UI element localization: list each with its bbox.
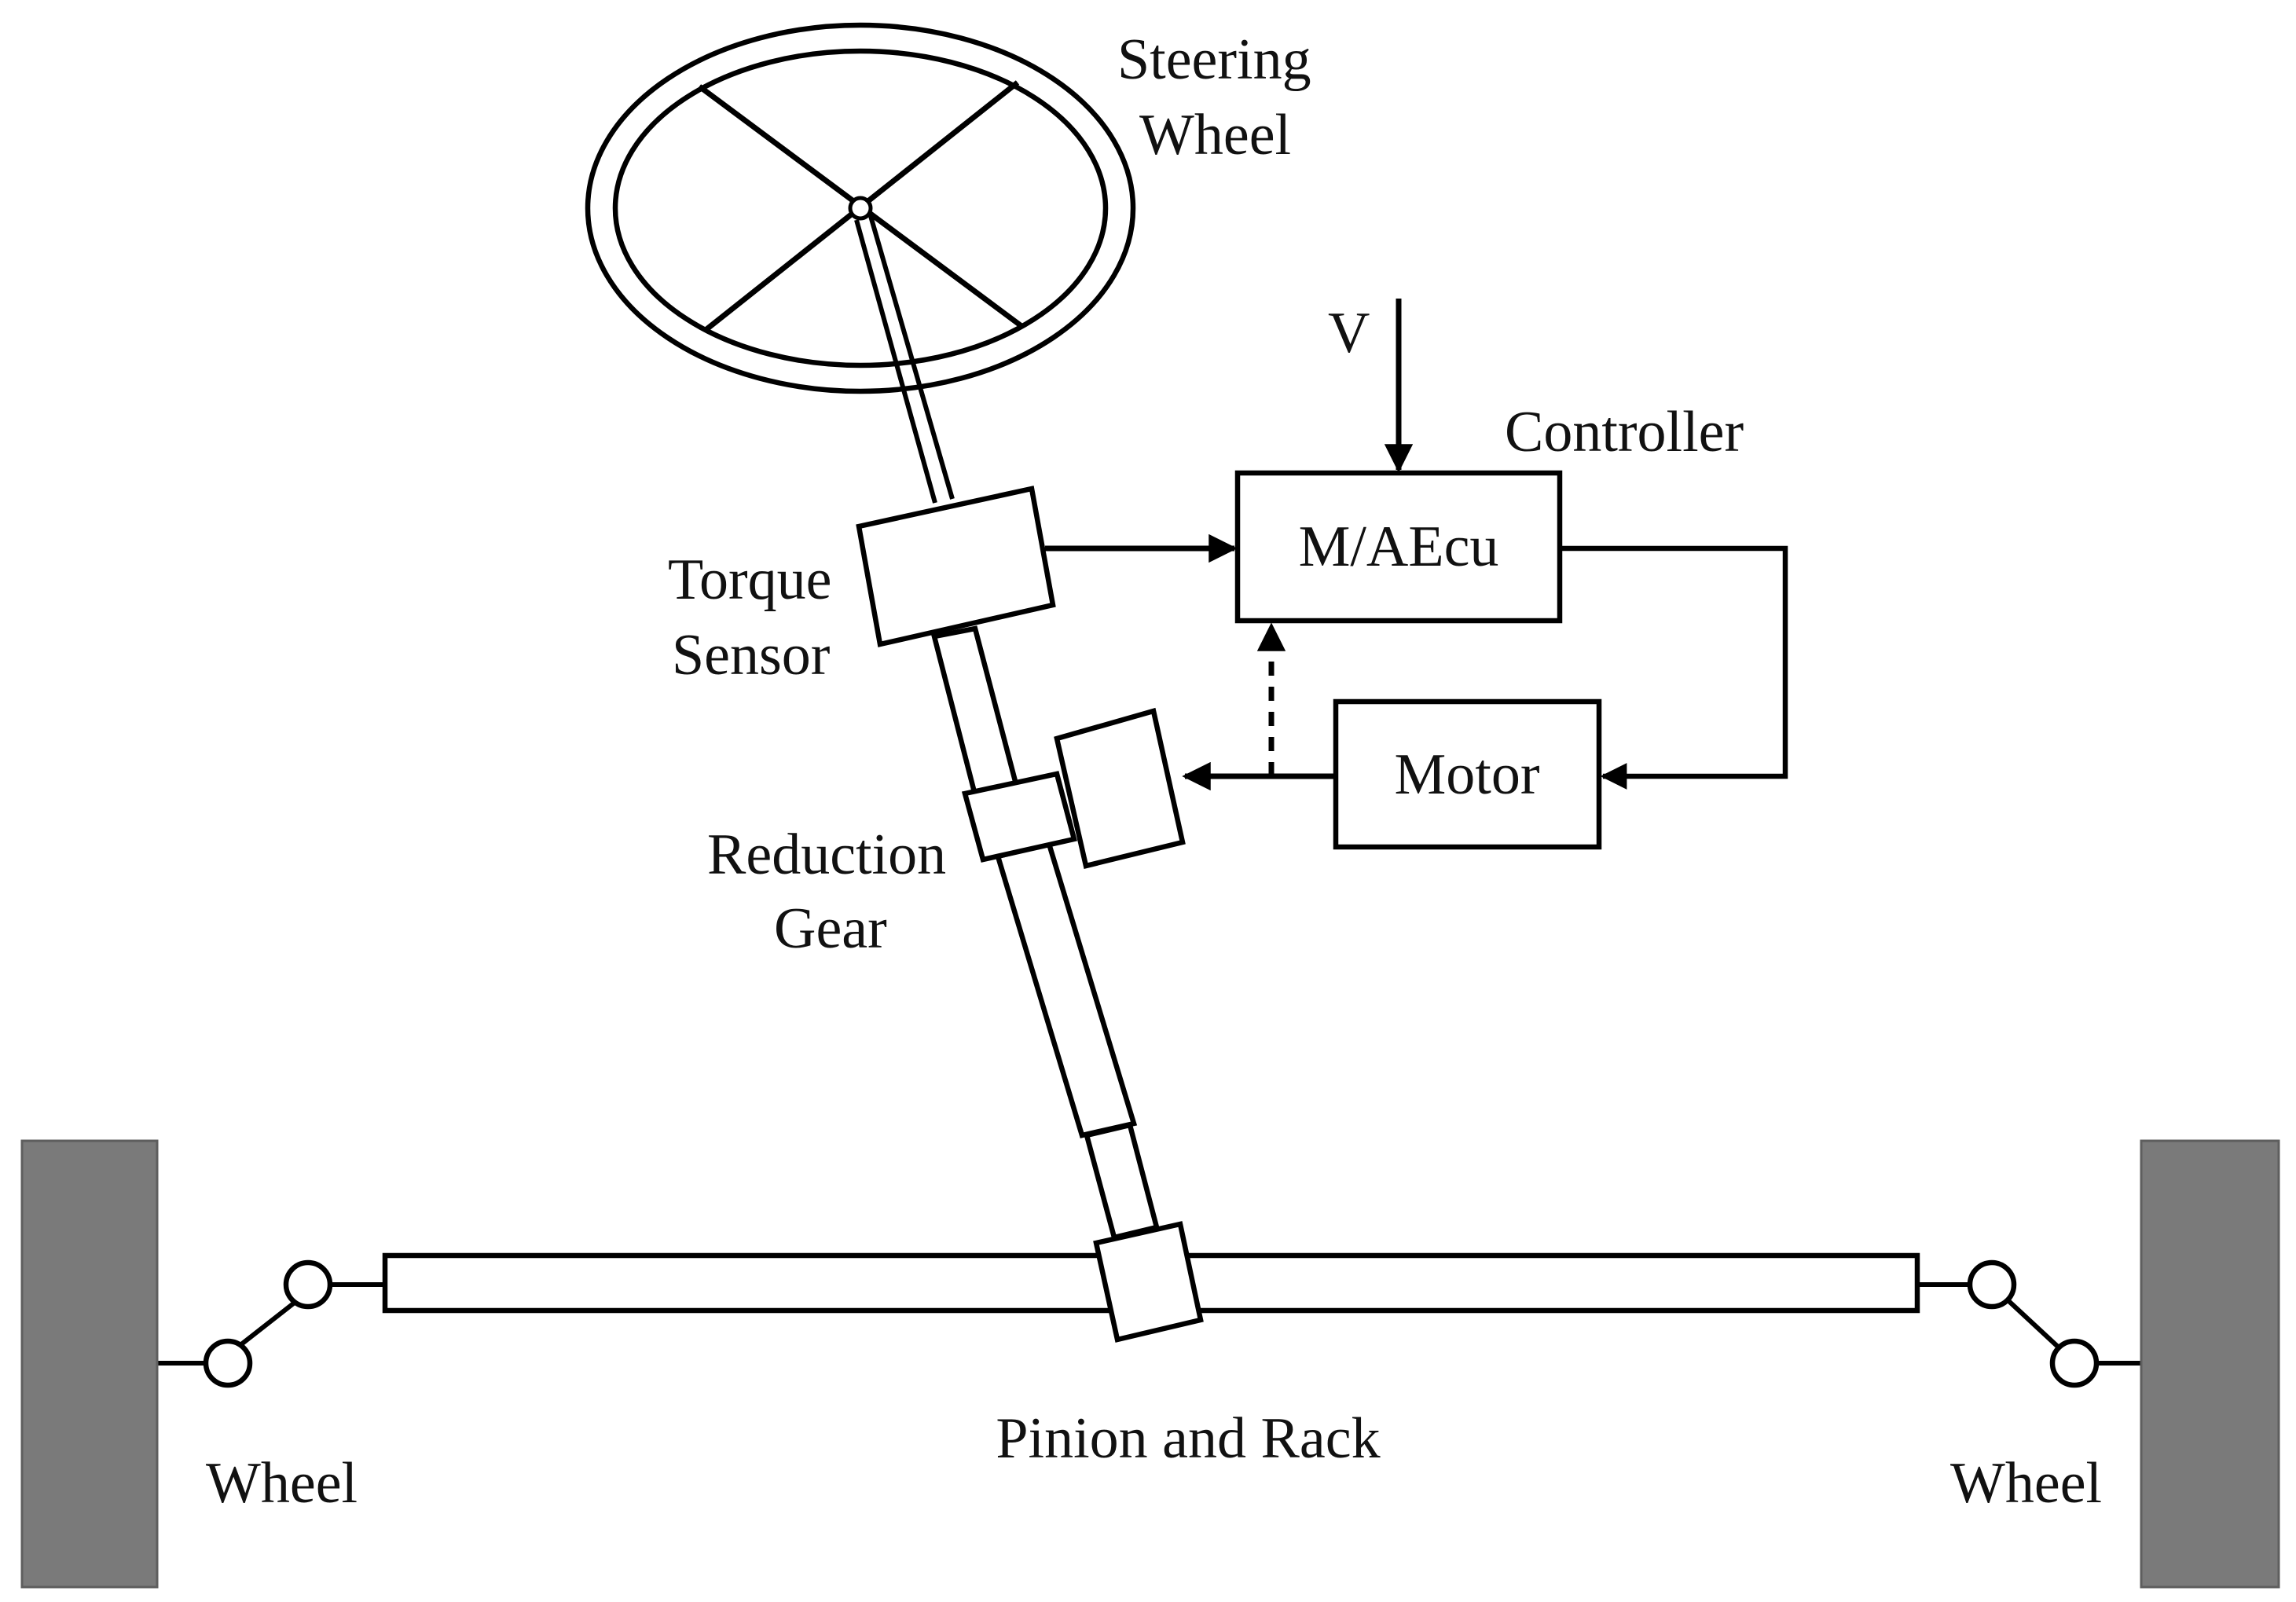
steering-wheel-label-line2: Wheel xyxy=(1139,103,1291,167)
torque-sensor-label-line2: Sensor xyxy=(672,623,830,687)
ecu-box xyxy=(1234,470,1563,624)
motor-label: Motor xyxy=(1395,742,1540,807)
upper-shaft-edge xyxy=(854,219,937,504)
steering-wheel-inner-rim xyxy=(612,48,1109,368)
left-tire xyxy=(20,1139,159,1589)
velocity-input-label: V xyxy=(1328,301,1370,365)
steering-wheel xyxy=(585,22,1136,394)
left-wheel-label: Wheel xyxy=(206,1451,358,1516)
pinion-block xyxy=(1093,1221,1204,1343)
reduction-gear-label-line1: Reduction xyxy=(707,823,946,887)
reduction-gear-box xyxy=(1054,707,1186,869)
controller-label: Controller xyxy=(1505,400,1744,464)
torque-sensor-block xyxy=(856,486,1056,647)
reduction-gear-collar xyxy=(961,771,1078,863)
right-tie-rod xyxy=(1917,1259,2141,1388)
ecu-to-motor-arrow xyxy=(1560,545,1788,790)
left-tie-rod xyxy=(157,1259,385,1388)
pinion-and-rack-label: Pinion and Rack xyxy=(996,1406,1380,1471)
left-ball-joint-lower xyxy=(203,1338,253,1388)
motor-box xyxy=(1333,698,1602,850)
steering-wheel-label-line1: Steering xyxy=(1117,27,1311,92)
reduction-gear-label-line2: Gear xyxy=(774,896,887,961)
right-ball-joint-upper xyxy=(1967,1259,2017,1310)
steering-wheel-hub xyxy=(848,196,873,221)
upper-shaft-edge xyxy=(868,215,955,500)
torque-sensor-label-line1: Torque xyxy=(668,548,832,612)
steering-wheel-outer-rim xyxy=(585,22,1136,394)
bottom-shaft xyxy=(1083,1122,1160,1241)
right-tie-rod-link xyxy=(2001,1294,2061,1350)
right-wheel-label: Wheel xyxy=(1950,1451,2102,1516)
right-ball-joint-lower xyxy=(2049,1338,2100,1388)
lower-shaft xyxy=(994,841,1138,1138)
left-ball-joint-upper xyxy=(283,1259,333,1310)
left-tie-rod-link xyxy=(236,1294,304,1350)
right-tire xyxy=(2140,1139,2280,1589)
mid-shaft xyxy=(930,625,1019,798)
ecu-label: M/AEcu xyxy=(1299,515,1499,579)
